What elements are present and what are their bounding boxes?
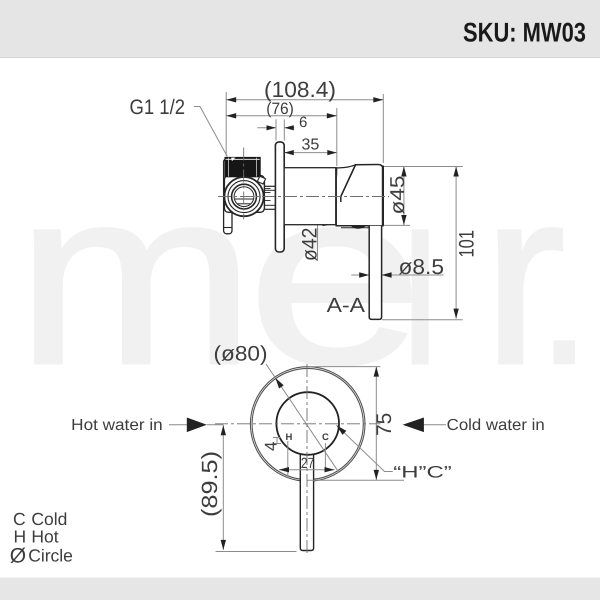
svg-text:101: 101 xyxy=(456,230,479,258)
svg-text:C: C xyxy=(322,432,329,443)
svg-text:SKU: MW03: SKU: MW03 xyxy=(463,18,586,48)
svg-text:27: 27 xyxy=(301,456,314,472)
svg-text:35: 35 xyxy=(302,137,320,154)
svg-text:4: 4 xyxy=(262,442,281,451)
svg-text:r: r xyxy=(482,137,565,416)
svg-text:ø45: ø45 xyxy=(387,176,409,215)
svg-text:Hot water in: Hot water in xyxy=(71,417,163,434)
svg-text:G1 1/2: G1 1/2 xyxy=(130,96,186,119)
svg-text:Circle: Circle xyxy=(28,546,73,566)
svg-text:m: m xyxy=(16,137,255,416)
svg-text:Cold water in: Cold water in xyxy=(447,417,545,434)
svg-text:C: C xyxy=(13,509,26,529)
svg-text:H: H xyxy=(286,432,293,443)
svg-text:(ø80): (ø80) xyxy=(214,343,268,366)
svg-text:75: 75 xyxy=(373,413,396,436)
svg-text:.: . xyxy=(536,182,592,405)
svg-text:Cold: Cold xyxy=(31,509,67,529)
svg-text:A-A: A-A xyxy=(327,294,366,317)
svg-text:(76): (76) xyxy=(266,100,294,118)
svg-text:Hot: Hot xyxy=(31,527,58,547)
svg-text:ø8.5: ø8.5 xyxy=(399,255,445,279)
svg-text:(108.4): (108.4) xyxy=(264,77,336,102)
svg-text:H: H xyxy=(14,527,27,547)
svg-text:ı: ı xyxy=(397,137,444,416)
svg-text:ø42: ø42 xyxy=(299,228,322,262)
svg-text:(89.5): (89.5) xyxy=(197,451,222,517)
svg-text:“H”C”: “H”C” xyxy=(393,464,452,482)
svg-text:6: 6 xyxy=(299,114,307,131)
svg-text:Ø: Ø xyxy=(10,545,26,568)
